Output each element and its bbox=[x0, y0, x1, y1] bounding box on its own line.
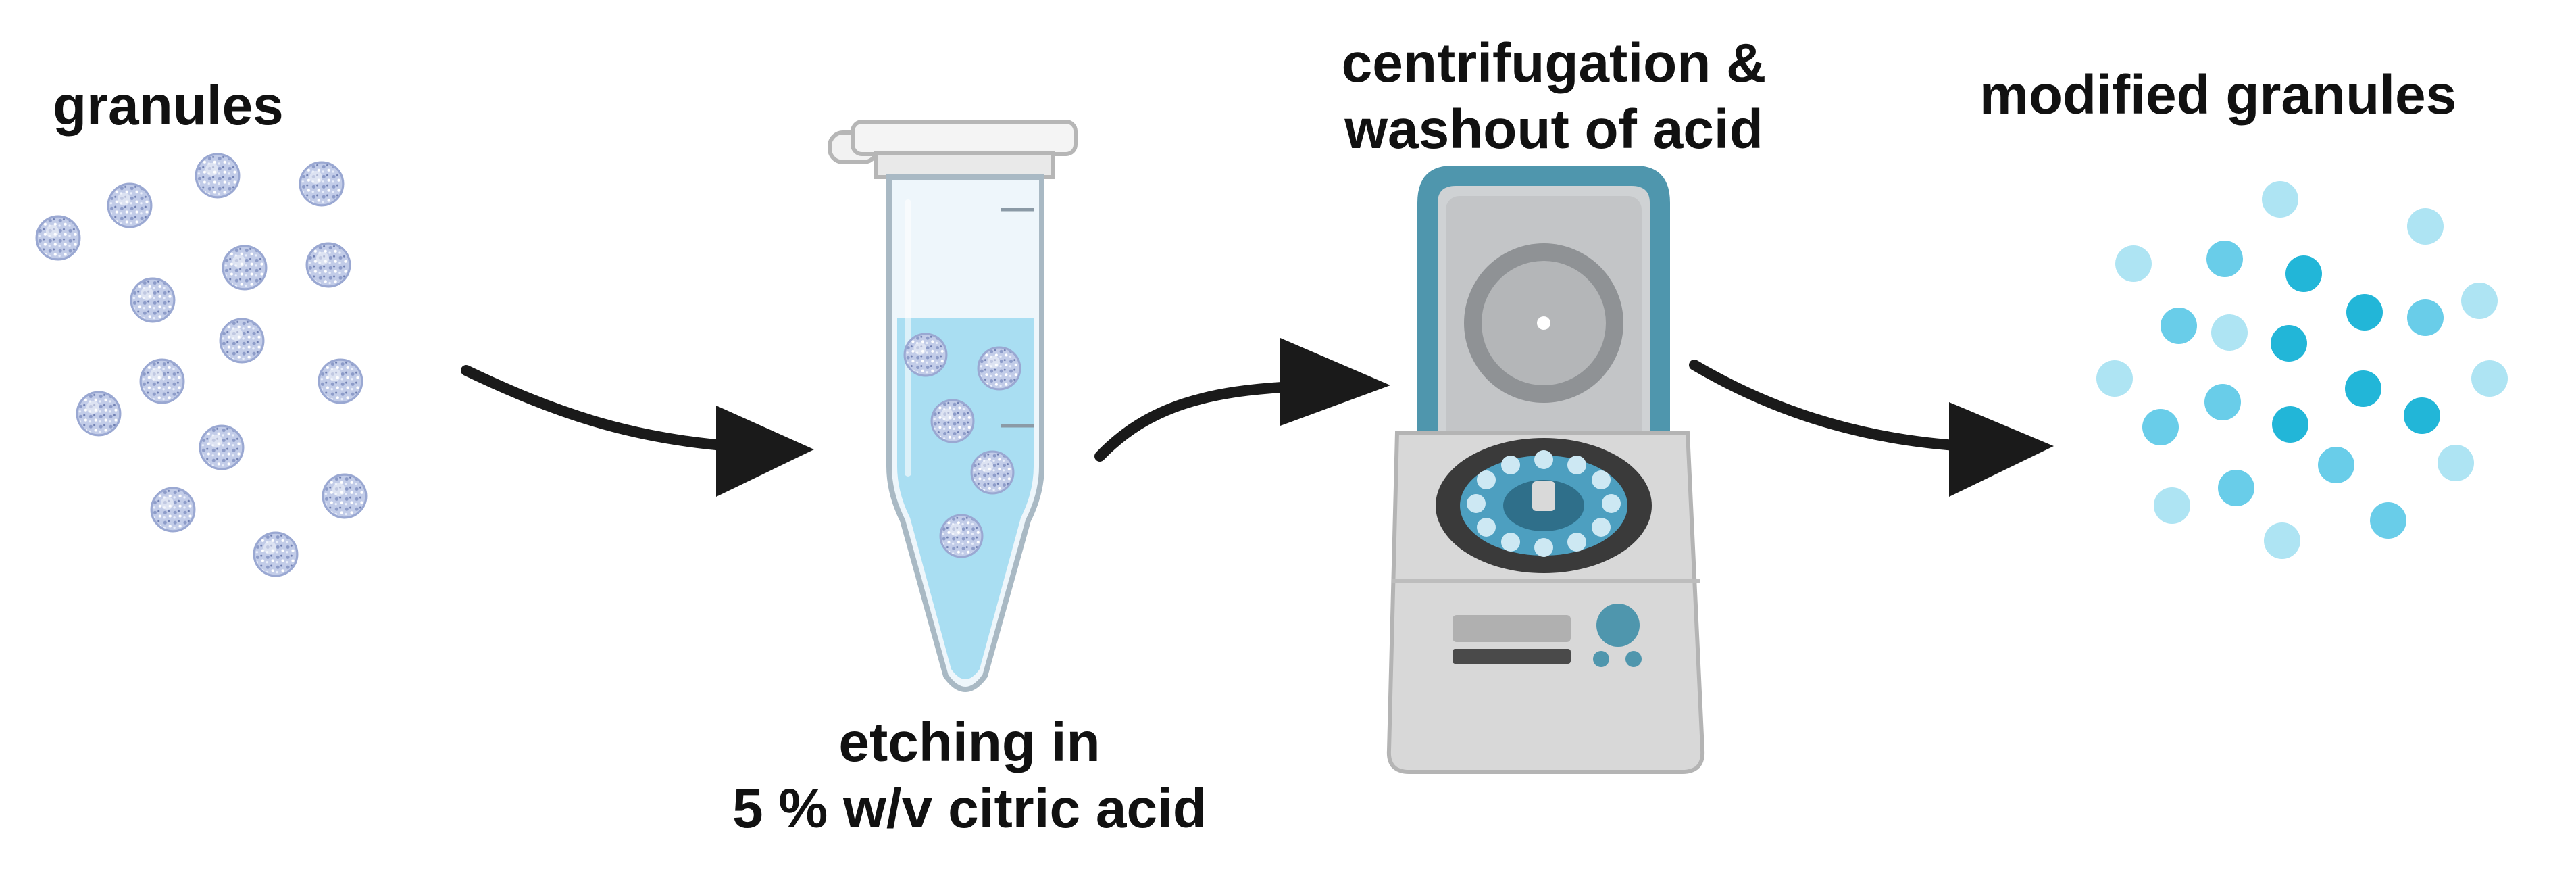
raw-granule-icon bbox=[253, 531, 299, 577]
modified-granules-label: modified granules bbox=[1979, 62, 2456, 128]
process-arrow-icon bbox=[1094, 338, 1390, 462]
raw-granule-icon bbox=[195, 153, 241, 199]
modified-granule-icon bbox=[2285, 255, 2322, 292]
raw-granule-icon bbox=[35, 215, 81, 261]
raw-granule-icon bbox=[299, 161, 345, 207]
modified-granule-icon bbox=[2370, 502, 2406, 539]
modified-granule-icon bbox=[2211, 314, 2248, 351]
granules-label: granules bbox=[53, 73, 284, 139]
modified-granule-icon bbox=[2218, 470, 2254, 506]
modified-granule-icon bbox=[2318, 447, 2354, 483]
modified-granule-icon bbox=[2461, 283, 2498, 319]
process-arrow-icon bbox=[461, 365, 814, 497]
modified-granule-icon bbox=[2161, 308, 2197, 344]
raw-granule-icon bbox=[219, 318, 265, 364]
modified-granule-icon bbox=[2407, 299, 2444, 336]
modified-granules-label-text: modified granules bbox=[1979, 64, 2457, 126]
etching-label-line2: 5 % w/v citric acid bbox=[732, 778, 1207, 840]
modified-granule-icon bbox=[2204, 384, 2241, 420]
raw-granule-icon bbox=[318, 358, 363, 404]
modified-granule-icon bbox=[2154, 487, 2190, 524]
modified-granule-icon bbox=[2345, 370, 2381, 407]
microcentrifuge-tube-icon bbox=[828, 120, 1078, 692]
raw-granule-icon bbox=[130, 277, 176, 323]
modified-granule-icon bbox=[2438, 445, 2474, 481]
raw-granule-icon bbox=[939, 514, 984, 558]
granules-label-text: granules bbox=[53, 75, 284, 137]
raw-granule-icon bbox=[930, 399, 975, 443]
modified-granule-icon bbox=[2272, 406, 2308, 443]
modified-granule-icon bbox=[2346, 294, 2383, 331]
raw-granule-icon bbox=[76, 391, 122, 437]
raw-granule-icon bbox=[977, 346, 1021, 391]
modified-granule-icon bbox=[2471, 360, 2508, 397]
raw-granule-icon bbox=[903, 333, 948, 377]
centrifugation-label-line1: centrifugation & bbox=[1341, 32, 1767, 94]
modified-granule-icon bbox=[2096, 360, 2133, 397]
modified-granule-icon bbox=[2404, 397, 2440, 434]
centrifugation-label: centrifugation & washout of acid bbox=[1142, 30, 1966, 164]
centrifugation-label-line2: washout of acid bbox=[1344, 99, 1763, 161]
raw-granule-cluster bbox=[35, 153, 368, 577]
modified-granule-cluster bbox=[2096, 181, 2508, 559]
process-arrow-icon bbox=[1689, 360, 2054, 497]
modified-granule-icon bbox=[2206, 241, 2243, 277]
raw-granule-icon bbox=[970, 450, 1015, 495]
etching-label-line1: etching in bbox=[838, 712, 1101, 773]
raw-granule-icon bbox=[139, 358, 185, 404]
raw-granule-icon bbox=[222, 245, 268, 291]
modified-granule-icon bbox=[2407, 208, 2444, 245]
modified-granule-icon bbox=[2264, 522, 2300, 559]
raw-granule-icon bbox=[322, 473, 368, 519]
raw-granule-icon bbox=[199, 424, 245, 470]
modified-granule-icon bbox=[2115, 245, 2152, 282]
modified-granule-icon bbox=[2271, 325, 2307, 362]
raw-granule-icon bbox=[150, 487, 196, 533]
etching-label: etching in 5 % w/v citric acid bbox=[581, 710, 1358, 843]
raw-granule-icon bbox=[107, 182, 153, 228]
raw-granule-icon bbox=[305, 242, 351, 288]
centrifuge-icon bbox=[1386, 166, 1705, 774]
modified-granule-icon bbox=[2262, 181, 2298, 218]
modified-granule-icon bbox=[2142, 409, 2179, 445]
